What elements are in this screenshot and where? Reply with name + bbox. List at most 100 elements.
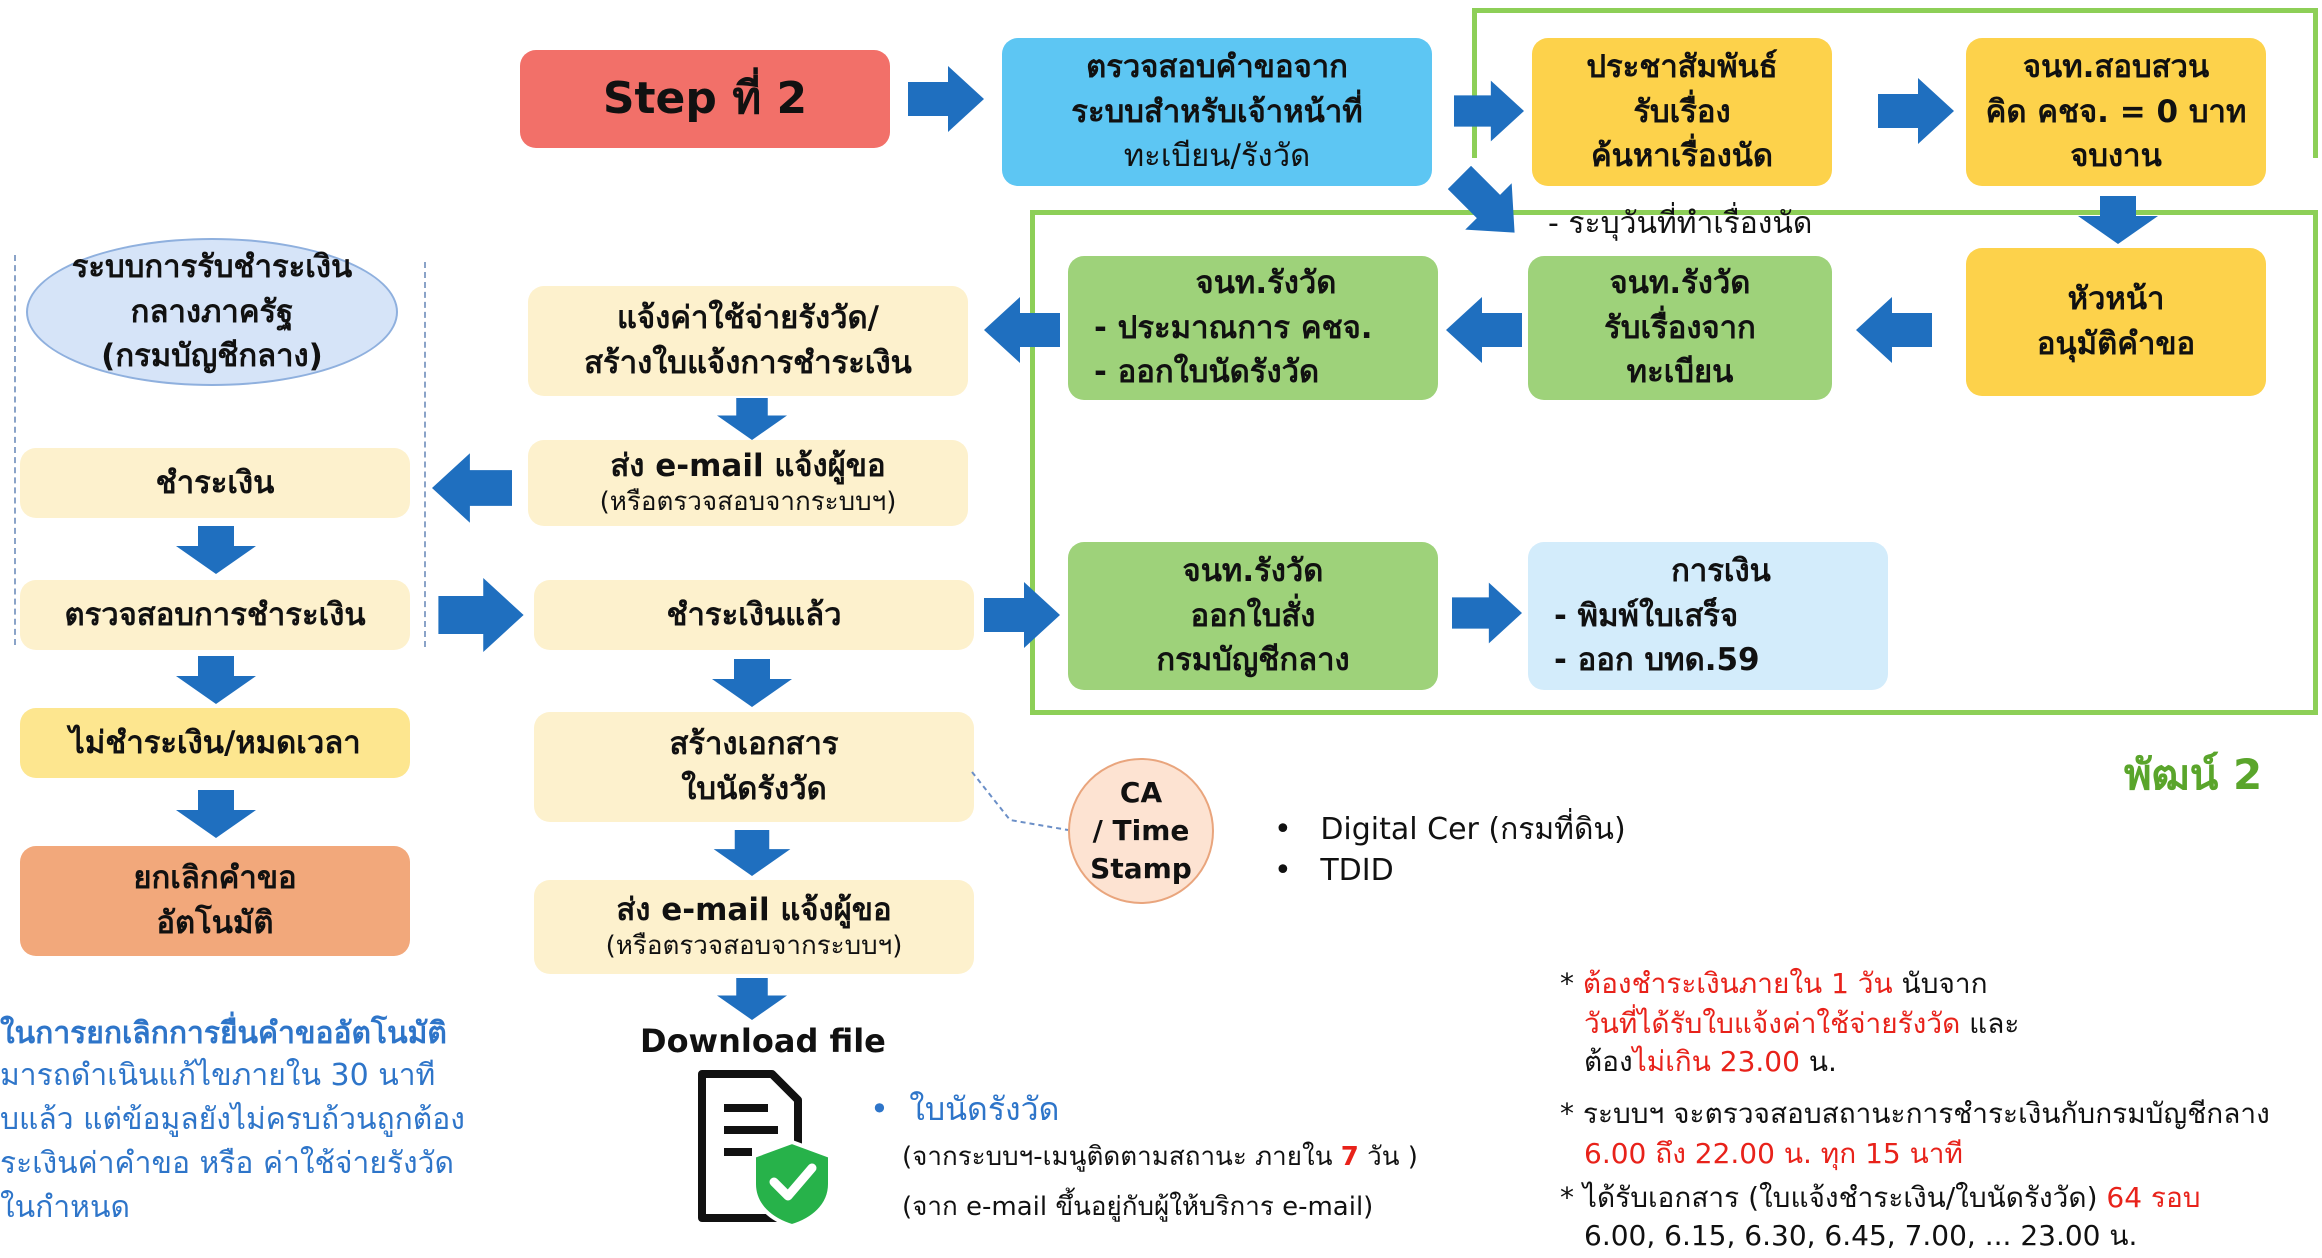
paid-l1: ชำระเงินแล้ว (666, 596, 842, 633)
ca-l1: CA (1119, 776, 1163, 810)
arrow-step-to-check (908, 66, 984, 132)
finance-box: การเงิน - พิมพ์ใบเสร็จ - ออก บทด.59 (1528, 542, 1888, 690)
arrow-check-to-notpaid (176, 656, 256, 704)
cancel-notes-l1: มารถดำเนินแก้ไขภายใน 30 นาที (0, 1058, 436, 1093)
pr-l3: ค้นหาเรื่องนัด (1590, 138, 1774, 175)
notify-cost-l2: สร้างใบแจ้งการชำระเงิน (584, 345, 912, 381)
document-shield-icon (698, 1070, 832, 1228)
email2-box: ส่ง e-mail แจ้งผู้ขอ (หรือตรวจสอบจากระบบ… (534, 880, 974, 974)
note3-a: * ได้รับเอกสาร (ใบแจ้งชำระเงิน/ใบนัดรังว… (1560, 1181, 2107, 1214)
arrow-check-to-receive-diagonal (1448, 166, 1526, 244)
arrow-paid-to-order (984, 578, 1060, 652)
note1-line2: วันที่ได้รับใบแจ้งค่าใช้จ่ายรังวัด และ (1584, 1002, 2019, 1046)
gov-payment-l2: กลางภาครัฐ (130, 293, 294, 330)
dashed-separator-left (14, 255, 16, 645)
note1-f: ไม่เกิน 23.00 (1632, 1045, 1800, 1078)
pr-box: ประชาสัมพันธ์ รับเรื่อง ค้นหาเรื่องนัด (1532, 38, 1832, 186)
email1-l1: ส่ง e-mail แจ้งผู้ขอ (610, 447, 886, 484)
check-payment-l1: ตรวจสอบการชำระเงิน (64, 596, 366, 633)
note1-line3: ต้องไม่เกิน 23.00 น. (1584, 1040, 1837, 1084)
frame-top (1472, 8, 2318, 158)
arrow-head-to-receive (1856, 290, 1932, 370)
arrow-check-to-pr (1454, 78, 1524, 144)
survey-order-box: จนท.รังวัด ออกใบสั่ง กรมบัญชีกลาง (1068, 542, 1438, 690)
notify-cost-box: แจ้งค่าใช้จ่ายรังวัด/ สร้างใบแจ้งการชำระ… (528, 286, 968, 396)
pr-l2: รับเรื่อง (1633, 93, 1731, 130)
check-request-l1: ตรวจสอบคำขอจาก (1086, 48, 1348, 85)
download-line1-b: 7 (1340, 1142, 1359, 1172)
pr-l1: ประชาสัมพันธ์ (1586, 48, 1778, 85)
pay-l1: ชำระเงิน (155, 464, 275, 501)
cancel-l2: อัตโนมัติ (156, 905, 274, 941)
download-bullet: • ใบนัดรังวัด (870, 1090, 1060, 1128)
arrow-order-to-finance (1452, 578, 1522, 648)
note2-line2: 6.00 ถึง 22.00 น. ทุก 15 นาที (1584, 1137, 1963, 1170)
paid-box: ชำระเงินแล้ว (534, 580, 974, 650)
arrow-email-to-download (712, 978, 792, 1020)
email2-l2: (หรือตรวจสอบจากระบบฯ) (605, 931, 903, 962)
specify-date-note: - ระบุวันที่ทำเรื่องนัด (1548, 206, 1813, 241)
note2-line1: * ระบบฯ จะตรวจสอบสถานะการชำระเงินกับกรมบ… (1560, 1097, 2270, 1130)
email2-l1: ส่ง e-mail แจ้งผู้ขอ (616, 891, 892, 928)
pay-box: ชำระเงิน (20, 448, 410, 518)
gov-payment-l3: (กรมบัญชีกลาง) (101, 338, 323, 375)
download-bullet-text: ใบนัดรังวัด (909, 1090, 1060, 1128)
arrow-estimate-to-notify (984, 290, 1060, 370)
download-line1-c: วัน ) (1358, 1142, 1418, 1172)
ca-bullet-item: • TDID (1274, 852, 1394, 888)
arrow-investigate-to-head (2078, 196, 2158, 244)
ca-l3: Stamp (1090, 851, 1192, 885)
download-line1: (จากระบบฯ-เมนูติดตามสถานะ ภายใน 7 วัน ) (902, 1136, 1418, 1177)
survey-receive-l3: ทะเบียน (1626, 354, 1734, 391)
not-paid-box: ไม่ชำระเงิน/หมดเวลา (20, 708, 410, 778)
step-badge: Step ที่ 2 (520, 50, 890, 148)
cancel-notes-l4: ในกำหนด (0, 1190, 130, 1225)
check-payment-box: ตรวจสอบการชำระเงิน (20, 580, 410, 650)
finance-l2: - พิมพ์ใบเสร็จ (1554, 597, 1739, 634)
cancel-l1: ยกเลิกคำขอ (133, 860, 297, 897)
arrow-pr-to-investigate (1878, 78, 1954, 144)
cancel-notes-l2: บแล้ว แต่ข้อมูลยังไม่ครบถ้วนถูกต้อง (0, 1102, 465, 1137)
note1-b: นับจาก (1892, 967, 1988, 1000)
check-request-l2: ระบบสำหรับเจ้าหน้าที่ (1071, 93, 1363, 130)
ca-bullet-2: TDID (1320, 852, 1394, 888)
download-line2: (จาก e-mail ขึ้นอยู่กับผู้ให้บริการ e-ma… (902, 1192, 1374, 1222)
note1-e: ต้อง (1584, 1045, 1633, 1078)
gov-payment-l1: ระบบการรับชำระเงิน (71, 248, 353, 285)
dashed-separator-right (424, 262, 426, 647)
survey-estimate-l2: - ประมาณการ คชจ. (1094, 309, 1373, 346)
note1-line1: * ต้องชำระเงินภายใน 1 วัน นับจาก (1560, 962, 1988, 1006)
investigate-l2: คิด คชจ. = 0 บาท (1985, 93, 2247, 130)
survey-receive-box: จนท.รังวัด รับเรื่องจาก ทะเบียน (1528, 256, 1832, 400)
arrow-checkpay-to-paid (438, 578, 524, 652)
survey-order-l3: กรมบัญชีกลาง (1156, 642, 1350, 679)
ca-l2: / Time (1092, 814, 1190, 848)
survey-estimate-l3: - ออกใบนัดรังวัด (1094, 354, 1320, 391)
create-doc-l1: สร้างเอกสาร (669, 726, 839, 763)
arrow-notpaid-to-cancel (176, 790, 256, 838)
survey-receive-l1: จนท.รังวัด (1609, 264, 1751, 301)
note3-line1: * ได้รับเอกสาร (ใบแจ้งชำระเงิน/ใบนัดรังว… (1560, 1176, 2201, 1220)
download-line1-a: (จากระบบฯ-เมนูติดตามสถานะ ภายใน (902, 1142, 1341, 1172)
note1-d: และ (1960, 1007, 2020, 1040)
note1-star: * (1560, 967, 1574, 1000)
survey-estimate-box: จนท.รังวัด - ประมาณการ คชจ. - ออกใบนัดรั… (1068, 256, 1438, 400)
note1-c: วันที่ได้รับใบแจ้งค่าใช้จ่ายรังวัด (1584, 1007, 1961, 1040)
ca-bullet-list: • Digital Cer (กรมที่ดิน) • TDID (1274, 810, 1626, 891)
phase-label: พัฒน์ 2 (2124, 750, 2263, 799)
email1-box: ส่ง e-mail แจ้งผู้ขอ (หรือตรวจสอบจากระบบ… (528, 440, 968, 526)
arrow-paid-to-create (712, 658, 792, 708)
survey-order-l1: จนท.รังวัด (1182, 552, 1324, 589)
create-doc-l2: ใบนัดรังวัด (681, 771, 827, 807)
check-request-box: ตรวจสอบคำขอจาก ระบบสำหรับเจ้าหน้าที่ ทะเ… (1002, 38, 1432, 186)
email1-l2: (หรือตรวจสอบจากระบบฯ) (599, 487, 897, 518)
cancel-notes-l3: ระเงินค่าคำขอ หรือ ค่าใช้จ่ายรังวัด (0, 1146, 454, 1181)
note1-g: น. (1799, 1045, 1837, 1078)
notify-cost-l1: แจ้งค่าใช้จ่ายรังวัด/ (617, 300, 879, 337)
download-title: Download file (640, 1022, 886, 1060)
investigate-box: จนท.สอบสวน คิด คชจ. = 0 บาท จบงาน (1966, 38, 2266, 186)
frame-main (1030, 210, 2318, 715)
head-l2: อนุมัติคำขอ (2036, 326, 2196, 362)
head-approve-box: หัวหน้า อนุมัติคำขอ (1966, 248, 2266, 396)
arrow-notify-to-email (712, 398, 792, 440)
